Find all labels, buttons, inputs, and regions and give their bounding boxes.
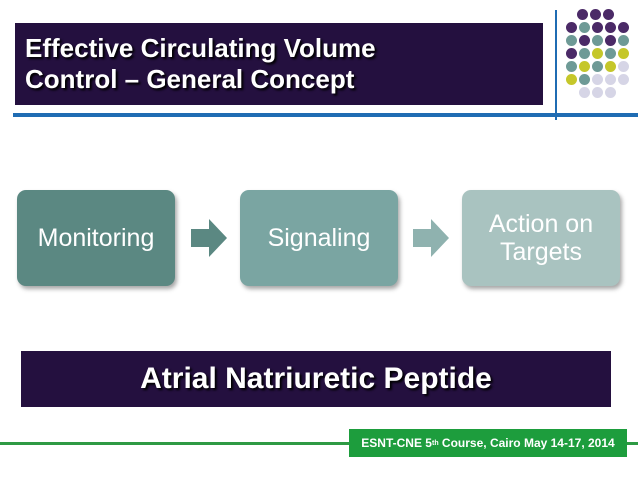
footer-prefix: ESNT-CNE 5 [361, 436, 432, 450]
dot [605, 22, 616, 33]
footer-line [0, 442, 638, 445]
dot [577, 9, 588, 20]
dot [579, 74, 590, 85]
footer-suffix: Course, Cairo May 14-17, 2014 [438, 436, 615, 450]
dot [579, 87, 590, 98]
slide-title-line-1: Effective Circulating Volume [25, 33, 376, 63]
step-label: Monitoring [37, 224, 155, 252]
dot [618, 48, 629, 59]
dot [605, 74, 616, 85]
step-label: Action on Targets [488, 210, 594, 266]
dot [605, 48, 616, 59]
slide-title-line-2: Control – General Concept [25, 64, 355, 94]
dot [566, 35, 577, 46]
dot [590, 9, 601, 20]
dot [579, 35, 590, 46]
dot [592, 48, 603, 59]
dot [592, 87, 603, 98]
dot [618, 61, 629, 72]
dot [618, 74, 629, 85]
arrow-right-icon [413, 219, 449, 257]
step-label: Signaling [267, 224, 371, 252]
dot [603, 9, 614, 20]
dot [566, 74, 577, 85]
horizontal-accent-line [13, 113, 638, 117]
dot [579, 48, 590, 59]
step-signaling: Signaling [240, 190, 398, 286]
dot [605, 35, 616, 46]
dot [592, 22, 603, 33]
arrow-right-icon [191, 219, 227, 257]
dot [592, 74, 603, 85]
dot [605, 61, 616, 72]
step-monitoring: Monitoring [17, 190, 175, 286]
step-action-on-targets: Action on Targets [462, 190, 620, 286]
dot [566, 48, 577, 59]
vertical-accent-line [555, 10, 557, 120]
dot [618, 35, 629, 46]
slide-title-box: Effective Circulating Volume Control – G… [15, 23, 543, 105]
decorative-dot-grid [566, 9, 638, 101]
dot [579, 61, 590, 72]
dot [566, 61, 577, 72]
dot [579, 22, 590, 33]
dot [592, 35, 603, 46]
dot [566, 22, 577, 33]
highlight-banner: Atrial Natriuretic Peptide [21, 351, 611, 407]
footer-superscript: th [431, 439, 439, 447]
dot [618, 22, 629, 33]
dot [592, 61, 603, 72]
banner-text: Atrial Natriuretic Peptide [140, 362, 492, 395]
dot [605, 87, 616, 98]
